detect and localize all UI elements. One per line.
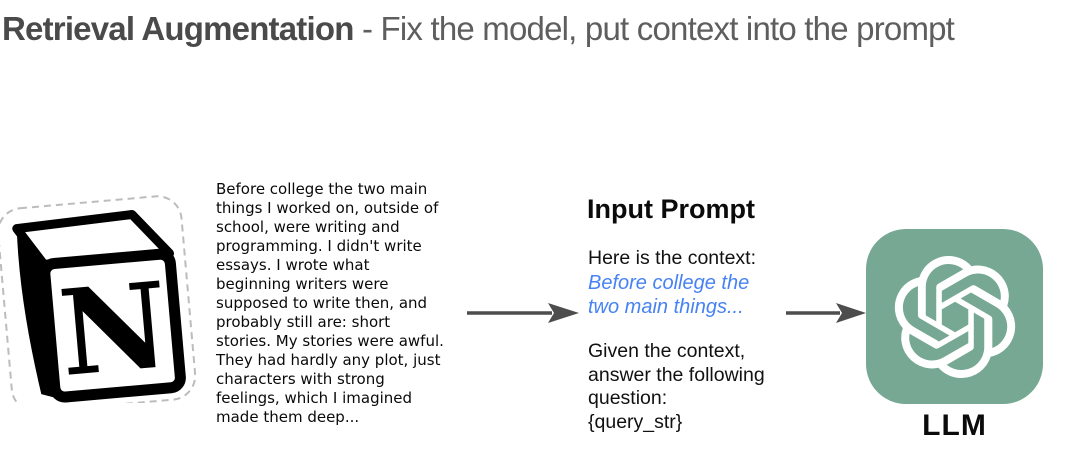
openai-logo-icon xyxy=(866,229,1043,404)
arrow-right-icon xyxy=(467,303,579,323)
source-excerpt-text: Before college the two main things I wor… xyxy=(216,180,444,426)
page-title: Retrieval Augmentation - Fix the model, … xyxy=(2,10,955,48)
title-bold-part: Retrieval Augmentation xyxy=(2,10,354,47)
arrow-head xyxy=(548,303,579,323)
arrow-right-icon xyxy=(786,303,866,323)
llm-label: LLM xyxy=(922,409,987,442)
title-subtitle-part: - Fix the model, put context into the pr… xyxy=(353,10,955,47)
notion-logo-icon: N xyxy=(0,195,196,403)
context-snippet: Before college the two main things... xyxy=(588,272,750,318)
input-prompt-heading: Input Prompt xyxy=(587,194,755,224)
notion-letter: N xyxy=(54,255,174,403)
notion-cube-spine xyxy=(16,228,56,398)
context-label: Here is the context: xyxy=(588,247,756,269)
prompt-instruction: Given the context, answer the following … xyxy=(588,340,765,433)
arrow-head xyxy=(836,303,866,323)
notion-cube-front xyxy=(39,248,186,403)
openai-flower-mark xyxy=(894,255,1015,378)
